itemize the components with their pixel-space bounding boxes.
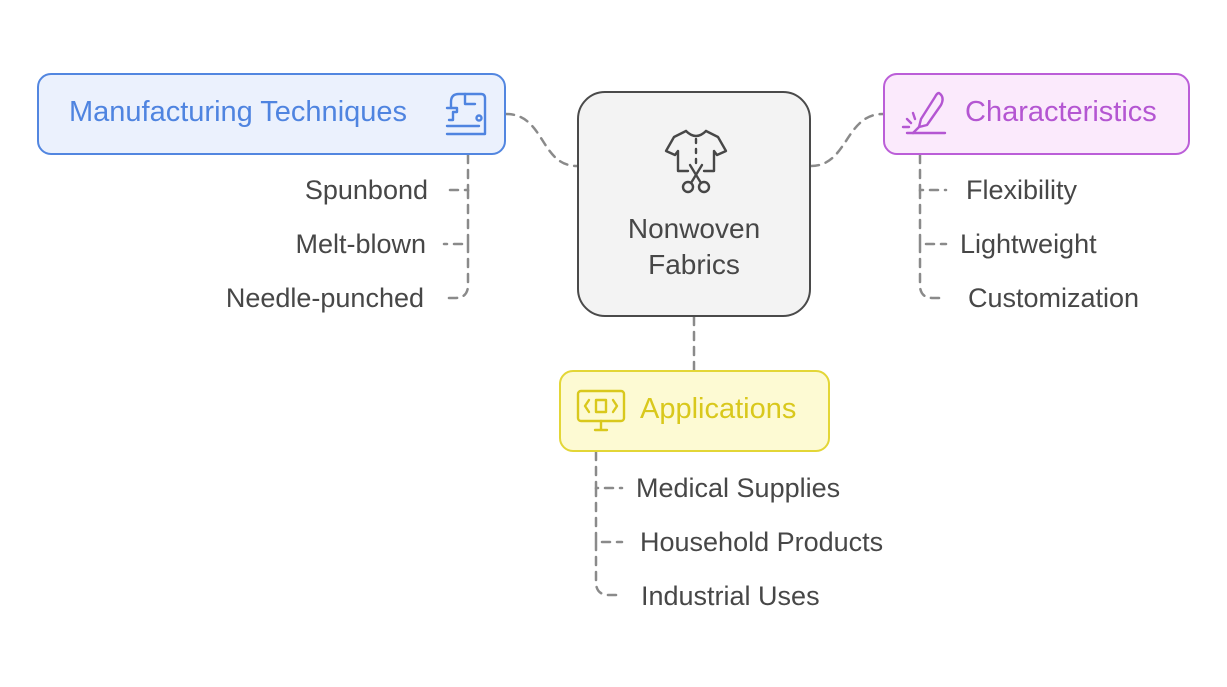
- connector-leaf-customization: [918, 242, 948, 300]
- connector-leaf-needlepunched: [442, 242, 470, 300]
- connector-leaf-household: [594, 486, 624, 544]
- leaf-household-products: Household Products: [640, 527, 884, 557]
- topic-manufacturing-label: Manufacturing Techniques: [69, 96, 408, 128]
- leaf-medical-supplies: Medical Supplies: [636, 473, 841, 503]
- connector-leaf-spunbond: [442, 153, 470, 192]
- sewing-machine-icon: [445, 92, 487, 136]
- connector-leaf-industrial: [594, 540, 624, 597]
- connector-leaf-lightweight: [918, 188, 948, 246]
- shirt-scissors-icon: [664, 129, 728, 194]
- topic-characteristics[interactable]: Characteristics: [883, 73, 1190, 155]
- central-node[interactable]: Nonwoven Fabrics: [577, 91, 811, 317]
- topic-manufacturing[interactable]: Manufacturing Techniques: [37, 73, 506, 155]
- connector-leaf-meltblown: [442, 188, 470, 246]
- connector-manufacturing: [504, 112, 579, 168]
- leaf-flexibility: Flexibility: [966, 175, 1078, 205]
- leaf-melt-blown: Melt-blown: [295, 229, 426, 259]
- pen-nib-icon: [901, 91, 947, 135]
- leaf-spunbond: Spunbond: [304, 175, 428, 205]
- leaf-needle-punched: Needle-punched: [225, 283, 424, 313]
- leaf-customization: Customization: [968, 283, 1140, 313]
- topic-applications[interactable]: Applications: [559, 370, 830, 452]
- monitor-code-icon: [576, 389, 626, 432]
- central-title: Nonwoven Fabrics: [627, 213, 761, 280]
- connector-characteristics: [809, 112, 885, 168]
- leaf-industrial-uses: Industrial Uses: [641, 581, 820, 611]
- connector-leaf-flexibility: [918, 153, 948, 192]
- topic-characteristics-label: Characteristics: [965, 96, 1157, 128]
- connector-leaf-medical: [594, 450, 624, 490]
- leaf-lightweight: Lightweight: [960, 229, 1097, 259]
- topic-applications-label: Applications: [640, 393, 797, 425]
